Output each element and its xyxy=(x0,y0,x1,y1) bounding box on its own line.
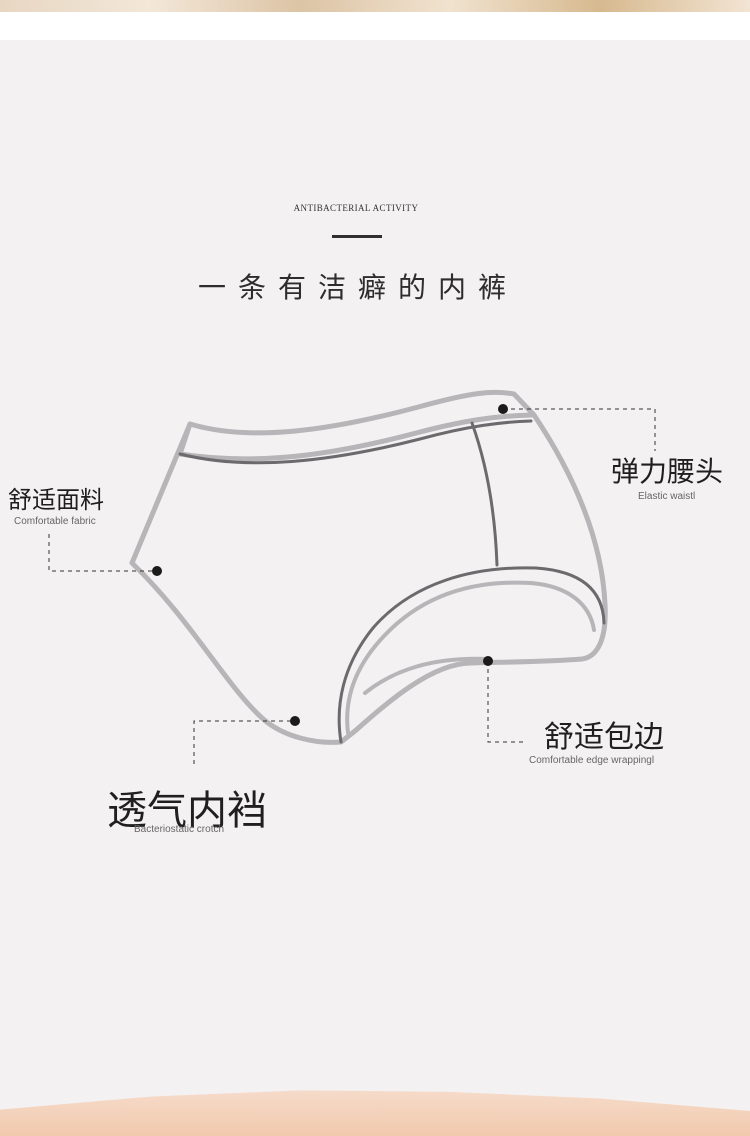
waistband-marker xyxy=(498,404,508,414)
fabric-label-en: Comfortable fabric xyxy=(14,516,96,527)
crotch-label-en: Bacteriostatic crotch xyxy=(134,824,224,835)
crotch-marker xyxy=(290,716,300,726)
fabric-label-cn: 舒适面料 xyxy=(8,480,104,515)
fabric-marker xyxy=(152,566,162,576)
waistband-label-en: Elastic waistl xyxy=(638,491,695,502)
edge-label-en: Comfortable edge wrappingl xyxy=(529,755,654,766)
edge-label-cn: 舒适包边 xyxy=(544,712,664,756)
edge-marker xyxy=(483,656,493,666)
waistband-label-cn: 弹力腰头 xyxy=(611,450,723,490)
edge-leader-line xyxy=(488,661,523,742)
